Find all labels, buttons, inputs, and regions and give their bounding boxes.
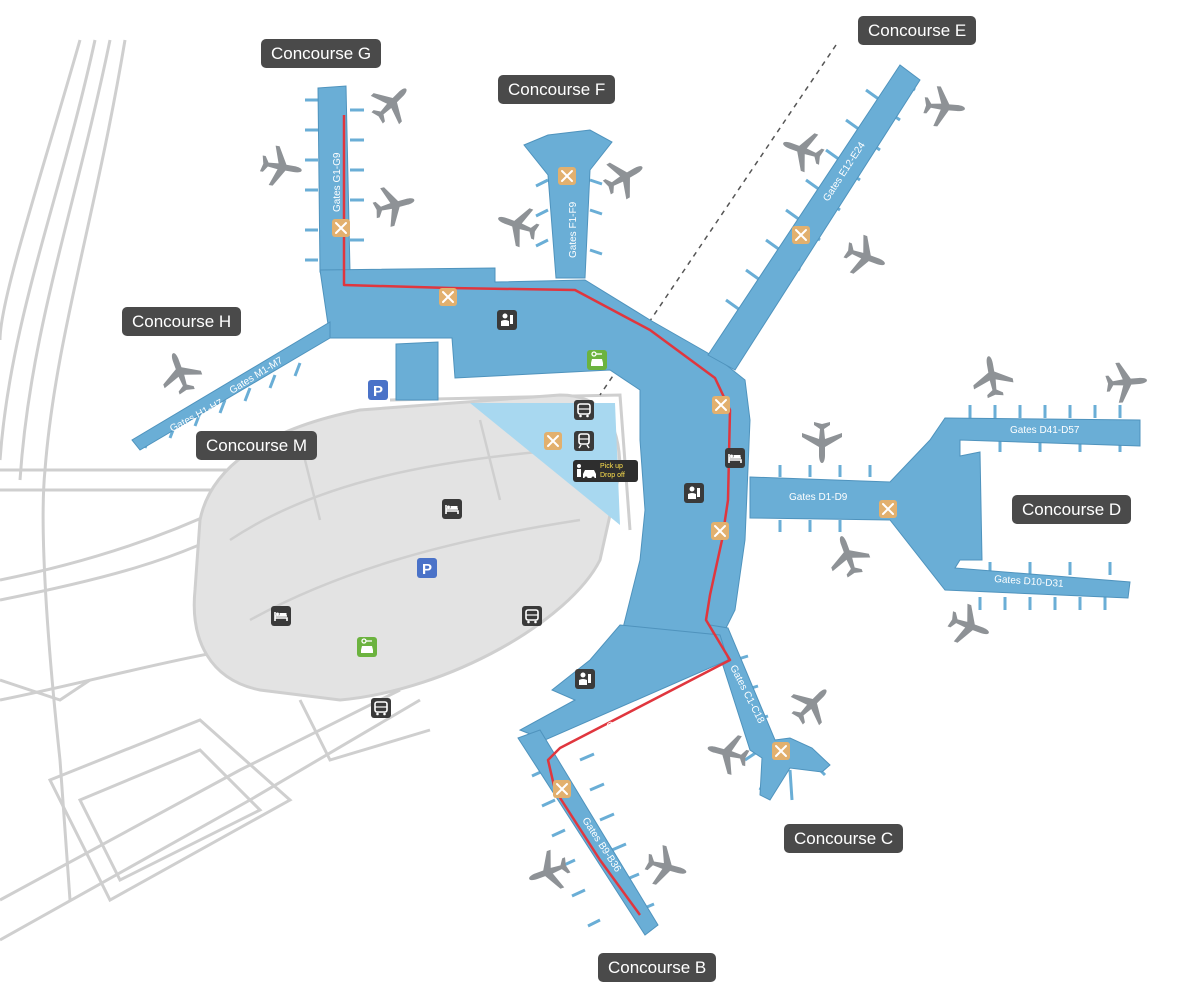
dining-icon[interactable] [331,218,351,238]
train-icon[interactable] [573,430,595,452]
bus-icon[interactable] [573,399,595,421]
landside-roads [229,419,581,622]
dining-icon[interactable] [791,225,811,245]
rental-car-icon[interactable] [586,349,608,371]
hotel-icon[interactable] [441,498,463,520]
airplane-icon [596,149,653,205]
security-icon[interactable] [497,310,517,330]
gates-d-lower-label: Gates D10-D31 [994,574,1065,590]
hotel-icon[interactable] [724,447,746,469]
airplane-icon [783,675,841,733]
rental-car-icon[interactable] [356,636,378,658]
hotel-icon[interactable] [270,605,292,627]
pickup-icon [577,464,596,480]
dining-icon[interactable] [771,741,791,761]
parking-icon[interactable] [417,558,437,578]
gates-f-label: Gates F1-F9 [568,201,579,258]
gates-d-upper-label: Gates D41-D57 [1010,425,1080,436]
security-icon[interactable] [575,669,595,689]
dining-icon[interactable] [438,287,458,307]
bus-icon[interactable] [521,605,543,627]
airplane-icon [363,74,421,132]
airplane-icon [257,143,306,191]
airplane-icon [822,529,874,582]
airplane-icon [922,85,967,129]
gates-g-label: Gates G1-G9 [332,152,343,212]
dining-icon[interactable] [552,779,572,799]
dining-icon[interactable] [543,431,563,451]
bus-icon[interactable] [370,697,392,719]
airplane-icon [522,846,575,898]
walking-route [342,115,732,916]
concourse-f-label[interactable]: Concourse F [498,75,616,104]
airplane-icon [1104,360,1149,404]
airplane-icon [641,842,692,892]
airplane-icon [369,180,420,230]
airplane-icon [943,600,996,652]
parking-icon[interactable] [368,380,388,400]
dining-icon[interactable] [878,499,898,519]
pickup-text: Pick up [600,463,623,470]
concourse-m-label[interactable]: Concourse M [196,431,318,460]
concourse-e-label[interactable]: Concourse E [858,16,977,45]
concourse-b-label[interactable]: Concourse B [598,953,717,982]
gates-m-label: Gates M1-M7 [228,355,286,397]
dining-icon[interactable] [711,395,731,415]
airplane-icon [968,352,1016,401]
airplane-icon [491,199,544,251]
concourse-g-label[interactable]: Concourse G [261,39,382,68]
security-icon[interactable] [684,483,704,503]
dining-icon[interactable] [557,166,577,186]
gates-d-inner-label: Gates D1-D9 [789,492,848,503]
concourse-h-label[interactable]: Concourse H [122,307,242,336]
concourse-c-label[interactable]: Concourse C [784,824,904,853]
pickup-dropoff-badge[interactable]: Pick up Drop off [573,460,638,482]
dining-icon[interactable] [710,521,730,541]
airplane-icon [839,231,892,283]
airplane-icon [802,422,842,463]
airplane-icon [154,346,206,399]
dropoff-text: Drop off [600,472,625,479]
airplane-icon [776,124,829,176]
concourse-d-label[interactable]: Concourse D [1012,495,1132,524]
